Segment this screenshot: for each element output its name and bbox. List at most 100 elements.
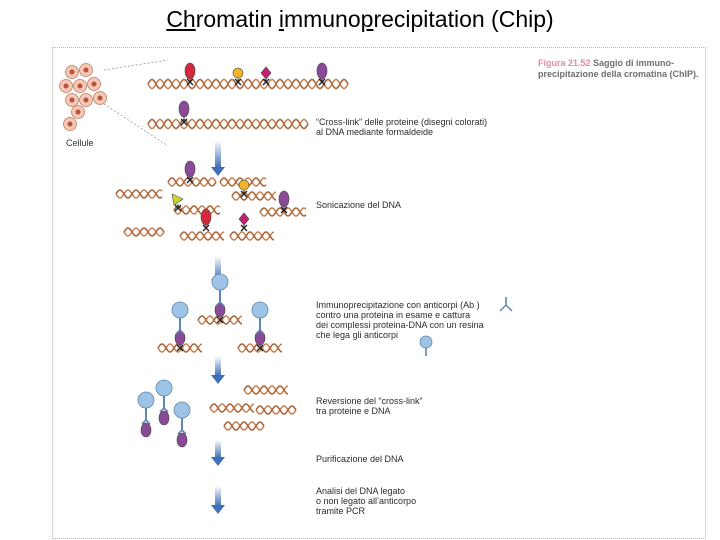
dna-backbone xyxy=(197,315,243,325)
antibody-arms xyxy=(215,300,225,307)
protein xyxy=(184,160,196,184)
dna-backbone xyxy=(179,231,225,241)
protein-head xyxy=(140,422,152,438)
crosslink-mark xyxy=(280,206,288,214)
caption-number: Figura 21.52 xyxy=(538,58,591,68)
dna-backbone xyxy=(179,231,225,241)
cell xyxy=(73,79,87,93)
crosslink-mark xyxy=(234,78,242,86)
resin-bead xyxy=(211,273,229,291)
step-line: al DNA mediante formaldeide xyxy=(316,127,434,137)
freed-protein xyxy=(140,422,152,438)
protein-head xyxy=(238,179,250,191)
arrow-shaft xyxy=(215,356,221,376)
dna-backbone xyxy=(255,405,297,415)
crosslink-mark xyxy=(318,78,326,86)
step-line: o non legato all’anticorpo xyxy=(316,496,417,506)
cell-nucleus xyxy=(69,69,75,75)
process-arrow xyxy=(211,140,225,176)
resin-bead xyxy=(155,379,173,397)
cell-nucleus xyxy=(83,97,89,103)
dna-backbone xyxy=(157,343,203,353)
antibody-symbol xyxy=(499,297,513,312)
step-crosslink-label: “Cross-link” delle proteine (disegni col… xyxy=(316,117,487,137)
protein-head xyxy=(176,432,188,448)
crosslink-mark xyxy=(186,176,194,184)
dna-backbone xyxy=(209,403,255,413)
cell-nucleus xyxy=(83,67,89,73)
protein xyxy=(171,193,184,212)
protein-head xyxy=(158,410,170,426)
antibody xyxy=(173,401,191,435)
protein xyxy=(232,67,244,86)
dna-backbone xyxy=(147,78,349,90)
step-line: contro una proteina in esame e cattura xyxy=(316,310,471,320)
protein-head xyxy=(184,160,196,178)
cell-nucleus xyxy=(75,109,81,115)
step-line: che lega gli anticorpi xyxy=(316,330,399,340)
dna-backbone xyxy=(231,191,277,201)
dna-backbone xyxy=(123,227,165,237)
arrow-head xyxy=(211,375,225,384)
protein-head xyxy=(178,100,190,118)
step-line: Purificazione del DNA xyxy=(316,454,404,464)
dna-backbone xyxy=(223,421,265,431)
step-line: tra proteine e DNA xyxy=(316,406,391,416)
dna-strand xyxy=(231,191,277,201)
dna-strand xyxy=(223,421,265,431)
protein xyxy=(238,179,250,198)
antibody xyxy=(211,273,229,307)
dna-backbone xyxy=(115,189,163,199)
step-line: Immunoprecipitazione con anticorpi (Ab ) xyxy=(316,300,480,310)
antibody xyxy=(251,301,269,335)
protein xyxy=(278,190,290,214)
cell xyxy=(71,105,85,119)
dna-strand xyxy=(229,231,275,241)
protein-head xyxy=(260,66,272,80)
freed-protein xyxy=(176,432,188,448)
caption-text: Saggio di immuno-precipitazione della cr… xyxy=(538,58,699,79)
dna-backbone xyxy=(229,231,275,241)
arrow-shaft xyxy=(215,140,221,168)
cell xyxy=(59,79,73,93)
freed-protein xyxy=(158,410,170,426)
dna-backbone xyxy=(243,385,289,395)
protein xyxy=(184,62,196,86)
crosslink-mark xyxy=(262,78,270,86)
resin-bead xyxy=(173,401,191,419)
cell xyxy=(65,93,79,107)
cells-label: Cellule xyxy=(66,138,94,148)
cell-nucleus xyxy=(97,95,103,101)
arrow-head xyxy=(211,167,225,176)
figure-caption: Figura 21.52 Saggio di immuno-precipitaz… xyxy=(538,58,713,80)
antibody-arms xyxy=(255,328,265,335)
title-segment: recipitation (Chip) xyxy=(373,6,554,32)
protein xyxy=(178,100,190,126)
protein-head xyxy=(278,190,290,208)
zoom-line xyxy=(103,59,169,71)
resin-bead xyxy=(171,301,189,319)
step-purification-label: Purificazione del DNA xyxy=(316,454,404,464)
step-line: Analisi del DNA legato xyxy=(316,486,406,496)
cell-nucleus xyxy=(69,97,75,103)
crosslink-mark xyxy=(216,316,224,324)
arrow-head xyxy=(211,505,225,514)
dna-backbone xyxy=(243,385,289,395)
resin-bead xyxy=(251,301,269,319)
dna-backbone xyxy=(255,405,297,415)
antibody xyxy=(137,391,155,425)
antibody xyxy=(171,301,189,335)
crosslink-mark xyxy=(202,224,210,232)
crosslink-mark xyxy=(174,204,182,212)
dna-backbone xyxy=(231,191,277,201)
cell-nucleus xyxy=(77,83,83,89)
title-segment: i xyxy=(278,6,284,32)
dna-strand xyxy=(179,231,225,241)
crosslink-mark xyxy=(240,190,248,198)
step-immunoprecipitation-label: Immunoprecipitazione con anticorpi (Ab )… xyxy=(316,300,484,340)
slide-title: Chromatin immunoprecipitation (Chip) xyxy=(0,6,720,33)
dna-backbone xyxy=(223,421,265,431)
resin-bead xyxy=(137,391,155,409)
dna-backbone xyxy=(237,343,283,353)
